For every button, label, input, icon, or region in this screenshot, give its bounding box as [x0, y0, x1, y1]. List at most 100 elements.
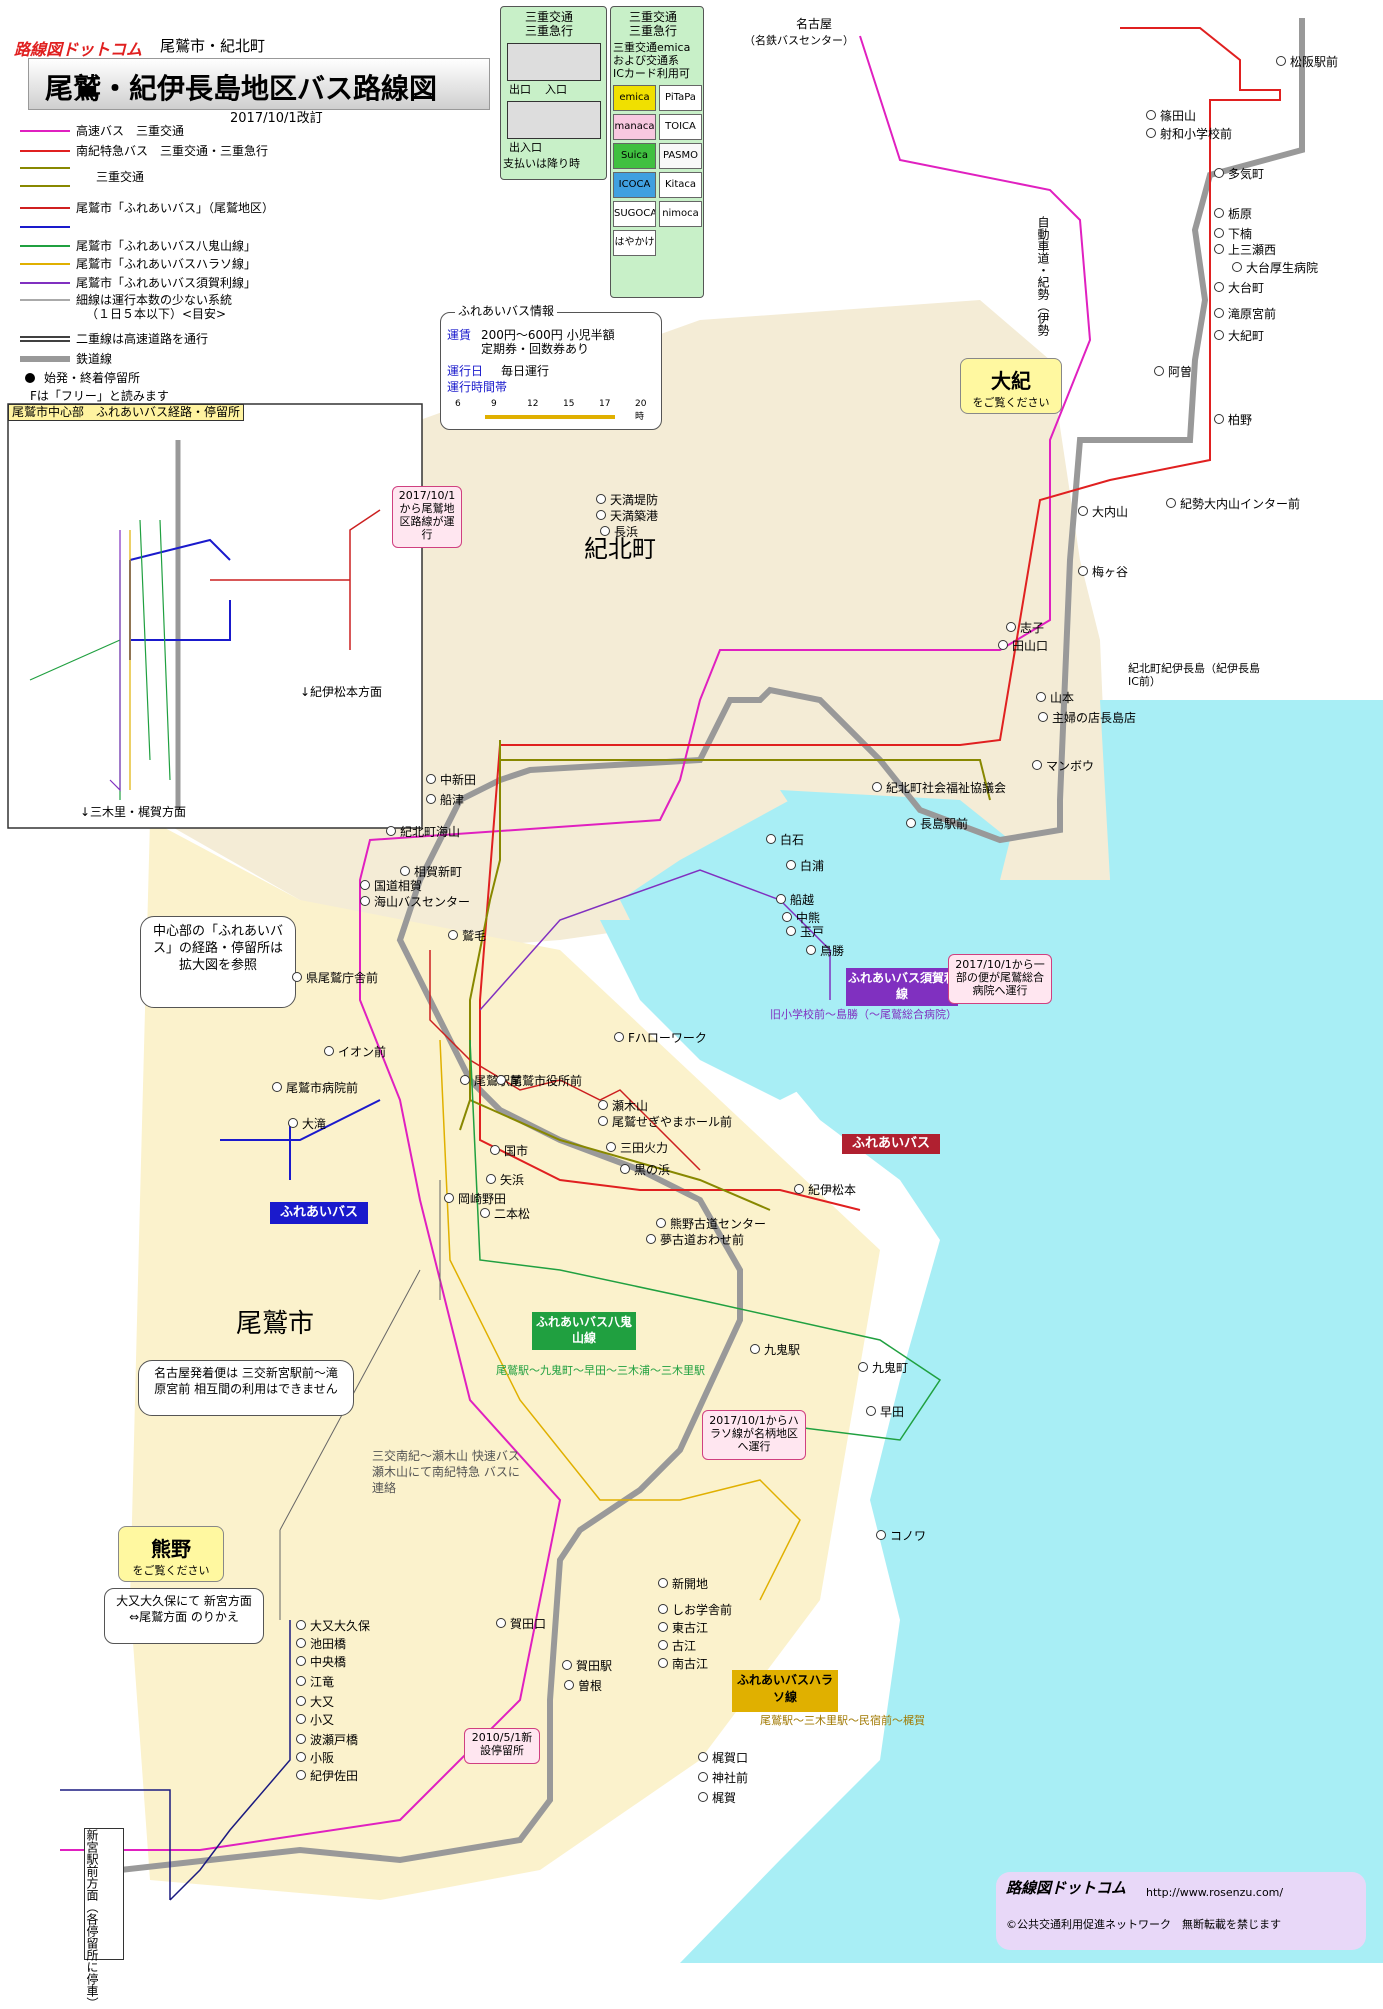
bus-stop-marker[interactable] — [646, 1234, 656, 1244]
bus-stop-marker[interactable] — [296, 1752, 306, 1762]
legend-label-yakiyama: 尾鷲市「ふれあいバス八鬼山線」 — [76, 239, 257, 253]
bus-stop-marker[interactable] — [658, 1622, 668, 1632]
bus-stop-marker[interactable] — [806, 945, 816, 955]
bus-stop-label: 大内山 — [1092, 505, 1129, 519]
bus-stop-label: 紀北町社会福祉協議会 — [886, 781, 1007, 795]
bus-stop-marker[interactable] — [1214, 330, 1224, 340]
bus-stop-marker[interactable] — [496, 1075, 506, 1085]
center-note: 中心部の「ふれあいバス」の経路・停留所は拡大図を参照 — [152, 924, 283, 973]
bus-stop-marker[interactable] — [486, 1174, 496, 1184]
bus-stop-marker[interactable] — [698, 1752, 708, 1762]
bus-stop-marker[interactable] — [296, 1734, 306, 1744]
box1-title1: 三重交通 — [525, 10, 574, 24]
bus-stop-marker[interactable] — [444, 1193, 454, 1203]
bus-stop-marker[interactable] — [1078, 506, 1088, 516]
bus-stop-marker[interactable] — [858, 1362, 868, 1372]
bus-stop-marker[interactable] — [400, 866, 410, 876]
bus-stop-marker[interactable] — [1006, 622, 1016, 632]
bus-stop-marker[interactable] — [782, 912, 792, 922]
bus-stop-marker[interactable] — [562, 1660, 572, 1670]
bus-stop-marker[interactable] — [296, 1638, 306, 1648]
ic-card-11: はやかけん — [613, 230, 656, 256]
route-highway-bus — [60, 35, 1092, 1851]
bus-stop-marker[interactable] — [448, 930, 458, 940]
bus-stop-marker[interactable] — [296, 1656, 306, 1666]
box1-in: 入口 — [545, 83, 567, 96]
bus-stop-marker[interactable] — [876, 1530, 886, 1540]
bus-stop-marker[interactable] — [614, 1032, 624, 1042]
bus-stop-marker[interactable] — [480, 1208, 490, 1218]
bus-stop-marker[interactable] — [360, 880, 370, 890]
bus-stop-marker[interactable] — [1154, 366, 1164, 376]
bus-stop-marker[interactable] — [766, 834, 776, 844]
bus-stop-marker[interactable] — [776, 894, 786, 904]
bus-stop-marker[interactable] — [1146, 128, 1156, 138]
bus-stop-marker[interactable] — [496, 1618, 506, 1628]
bus-stop-marker[interactable] — [786, 860, 796, 870]
bus-stop-marker[interactable] — [658, 1604, 668, 1614]
bus-stop-label: 神社前 — [712, 1771, 749, 1785]
notice-2: 2017/10/1から一部の便が尾鷲総合病院へ運行 — [948, 954, 1052, 1004]
bus-stop-marker[interactable] — [426, 794, 436, 804]
bus-stop-marker[interactable] — [360, 896, 370, 906]
bus-stop-marker[interactable] — [1032, 760, 1042, 770]
bus-stop-marker[interactable] — [288, 1118, 298, 1128]
bus-stop-marker[interactable] — [1214, 414, 1224, 424]
header-logo: 路線図ドットコム — [14, 40, 143, 59]
bus-stop-marker[interactable] — [1276, 56, 1286, 66]
bus-stop-label: 白浦 — [800, 859, 825, 873]
bus-stop-label: コノワ — [890, 1529, 927, 1543]
bus-stop-marker[interactable] — [600, 526, 610, 536]
bus-stop-marker[interactable] — [794, 1184, 804, 1194]
bus-stop-marker[interactable] — [698, 1772, 708, 1782]
bus-stop-marker[interactable] — [272, 1082, 282, 1092]
bus-stop-marker[interactable] — [596, 494, 606, 504]
bus-stop-marker[interactable] — [658, 1658, 668, 1668]
bus-stop-marker[interactable] — [1214, 228, 1224, 238]
bus-stop-marker[interactable] — [598, 1116, 608, 1126]
bus-stop-marker[interactable] — [324, 1046, 334, 1056]
nagoya-note-box: 名古屋発着便は 三交新宮駅前〜滝原宮前 相互間の利用はできません — [138, 1360, 354, 1416]
bus-stop-marker[interactable] — [598, 1100, 608, 1110]
bus-stop-marker[interactable] — [296, 1696, 306, 1706]
bus-stop-marker[interactable] — [296, 1770, 306, 1780]
bus-stop-marker[interactable] — [596, 510, 606, 520]
kumano-callout[interactable]: 熊野 をご覧ください — [118, 1526, 224, 1582]
bus-stop-marker[interactable] — [786, 926, 796, 936]
bus-stop-marker[interactable] — [906, 818, 916, 828]
bus-stop-marker[interactable] — [750, 1344, 760, 1354]
bus-stop-marker[interactable] — [658, 1640, 668, 1650]
bus-stop-marker[interactable] — [866, 1406, 876, 1416]
bus-stop-marker[interactable] — [1214, 308, 1224, 318]
bus-stop-marker[interactable] — [658, 1578, 668, 1588]
bus-stop-marker[interactable] — [564, 1680, 574, 1690]
footer-url[interactable]: http://www.rosenzu.com/ — [1146, 1886, 1284, 1899]
bus-stop-marker[interactable] — [386, 826, 396, 836]
bus-stop-marker[interactable] — [1036, 692, 1046, 702]
ohdai-callout[interactable]: 大紀 をご覧ください — [960, 358, 1062, 414]
bus-stop-marker[interactable] — [296, 1620, 306, 1630]
bus-stop-marker[interactable] — [1232, 262, 1242, 272]
bus-stop-marker[interactable] — [1078, 566, 1088, 576]
bus-stop-marker[interactable] — [872, 782, 882, 792]
bus-stop-marker[interactable] — [1214, 168, 1224, 178]
bus-stop-marker[interactable] — [620, 1164, 630, 1174]
bus-stop-marker[interactable] — [998, 640, 1008, 650]
route-yakiyama — [469, 1039, 942, 1441]
bus-stop-marker[interactable] — [698, 1792, 708, 1802]
bus-stop-marker[interactable] — [1214, 244, 1224, 254]
bus-stop-marker[interactable] — [292, 972, 302, 982]
bus-stop-marker[interactable] — [606, 1142, 616, 1152]
bus-stop-marker[interactable] — [426, 774, 436, 784]
bus-stop-marker[interactable] — [1214, 208, 1224, 218]
bus-stop-marker[interactable] — [296, 1676, 306, 1686]
railway-line — [119, 18, 1305, 1873]
bus-stop-marker[interactable] — [460, 1075, 470, 1085]
bus-stop-marker[interactable] — [1214, 282, 1224, 292]
bus-stop-marker[interactable] — [296, 1714, 306, 1724]
bus-stop-marker[interactable] — [1166, 498, 1176, 508]
bus-stop-marker[interactable] — [490, 1145, 500, 1155]
bus-stop-marker[interactable] — [656, 1218, 666, 1228]
bus-stop-marker[interactable] — [1038, 712, 1048, 722]
bus-stop-marker[interactable] — [1146, 110, 1156, 120]
